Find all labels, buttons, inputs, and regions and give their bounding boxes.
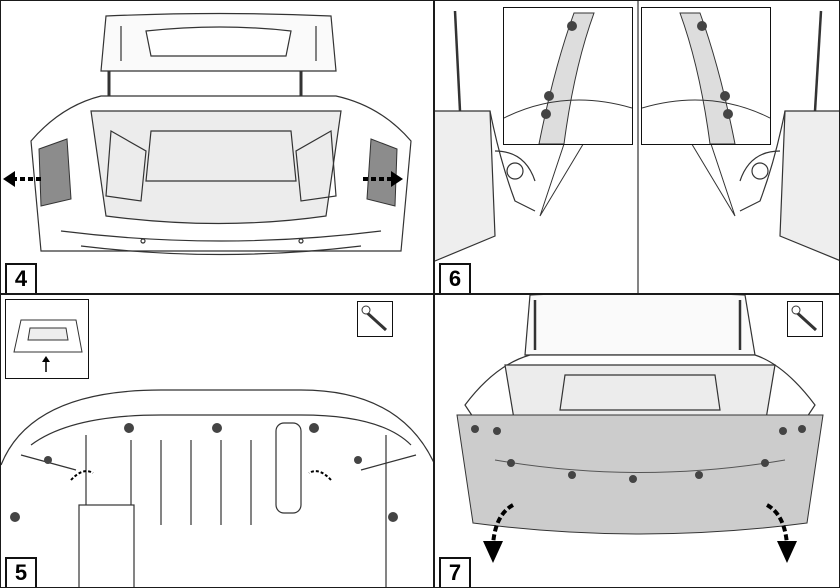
- detail-inset-left: [503, 7, 633, 145]
- clip-fastener-icon: [10, 423, 398, 522]
- detail-inset-right: [641, 7, 771, 145]
- socket-wrench-icon: [357, 301, 393, 337]
- underbody-illustration: [1, 389, 433, 587]
- step-number: 5: [5, 557, 37, 587]
- trim-clips-illustration: [435, 1, 839, 293]
- removal-direction-arrow: [3, 171, 41, 187]
- step-7-panel: 7: [434, 294, 840, 588]
- left-side-panel: [38, 138, 72, 207]
- right-side-panel: [366, 138, 398, 207]
- bumper-removal-illustration: [456, 295, 824, 563]
- trunk-open-illustration: [3, 12, 412, 256]
- step-number: 7: [439, 557, 471, 587]
- removal-direction-arrow: [483, 503, 515, 563]
- step-number: 4: [5, 263, 37, 293]
- clip-fastener-icon: [697, 21, 733, 119]
- removal-direction-arrow: [765, 503, 797, 563]
- removal-direction-arrow: [363, 171, 403, 187]
- bumper-cover: [456, 414, 824, 535]
- step-6-panel: 6: [434, 0, 840, 294]
- location-inset: [5, 299, 89, 379]
- step-number: 6: [439, 263, 471, 293]
- step-5-panel: 5: [0, 294, 434, 588]
- step-4-panel: 4: [0, 0, 434, 294]
- socket-wrench-icon: [787, 301, 823, 337]
- clip-fastener-icon: [541, 21, 577, 119]
- clip-fastener-icon: [471, 425, 806, 483]
